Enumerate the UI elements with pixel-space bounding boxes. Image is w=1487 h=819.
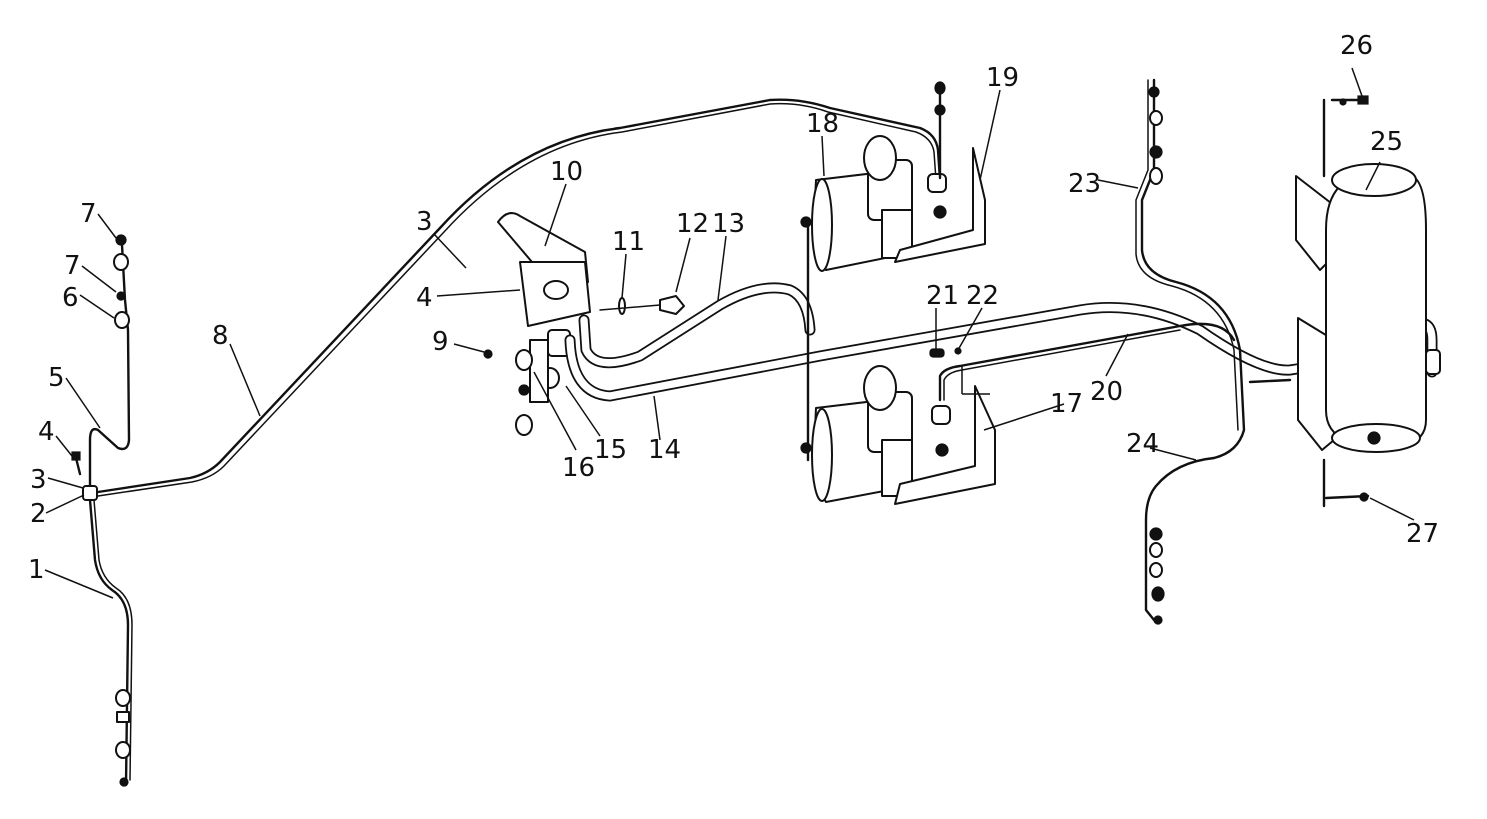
right-brake-line-group [1135,78,1246,625]
nut-bottom-left [119,777,129,787]
callout-18: 18 [806,109,839,139]
fitting-lower-1 [515,349,533,371]
lower-cylinder-17 [800,365,996,505]
bracket-lower [529,339,549,403]
nut-lower-1 [518,384,530,396]
callout-12: 12 [676,209,709,239]
callout-7a: 7 [80,199,97,229]
bracket-17 [894,385,996,505]
callout-20: 20 [1090,377,1123,407]
hose-13 [578,282,816,369]
callout-16: 16 [562,453,595,483]
brake-line-23 [1140,78,1246,460]
banjo-12 [659,295,685,315]
nut-7-top [115,234,127,246]
callout-24: 24 [1126,429,1159,459]
screw-9 [483,349,493,359]
callout-15: 15 [594,435,627,465]
leader-lines [44,67,1415,599]
callout-11: 11 [612,227,645,257]
callout-labels: 1 2 3 3 4 4 5 6 7 7 8 9 10 11 12 13 14 1… [28,31,1439,585]
brake-line-24 [1144,456,1216,622]
cylinder-cap [543,280,569,300]
callout-8: 8 [212,321,229,351]
callout-4b: 4 [416,283,433,313]
callout-1: 1 [28,555,45,585]
callout-19: 19 [986,63,1019,93]
air-tank-25 [1248,98,1441,508]
fitting-bottom-left-3 [115,741,131,759]
callout-4a: 4 [38,417,55,447]
bracket-19 [894,147,986,263]
callout-3a: 3 [30,465,47,495]
callout-5: 5 [48,363,65,393]
callout-23: 23 [1068,169,1101,199]
fitting-bottom-left-1 [115,689,131,707]
callout-21: 21 [926,281,959,311]
brake-line-5 [88,243,131,492]
brake-line-1-strand [93,499,133,781]
fitting-lower-2 [515,414,533,436]
callout-22: 22 [966,281,999,311]
callout-7b: 7 [64,251,81,281]
washer-7 [116,291,126,301]
fitting-bottom-left-2 [116,711,130,723]
left-brake-line-group [71,98,942,787]
callout-27: 27 [1406,519,1439,549]
bolt-4-left [74,456,82,476]
t-piece-2 [82,485,98,501]
callout-25: 25 [1370,127,1403,157]
brake-line-8-strand [97,102,937,497]
fittings-26-27 [1324,95,1370,502]
callout-13: 13 [712,209,745,239]
upper-cylinder-18 [800,81,986,462]
valve-27 [1359,492,1369,502]
master-cylinder-group [483,212,685,436]
callout-14: 14 [648,435,681,465]
fitting-6 [114,311,130,329]
nut-22 [954,347,962,355]
callout-2: 2 [30,499,47,529]
callout-6: 6 [62,283,79,313]
brake-line-20 [938,322,1236,402]
brake-line-8 [96,98,942,494]
callout-3b: 3 [416,207,433,237]
drain-26 [1357,95,1369,105]
callout-9: 9 [432,327,449,357]
brake-line-20-group [929,322,1236,402]
fitting-7 [113,253,129,271]
callout-10: 10 [550,157,583,187]
washer-11 [618,297,626,315]
brake-line-1 [88,498,130,787]
union-21 [929,348,945,358]
callout-17: 17 [1050,389,1083,419]
banjo-line [599,304,661,311]
callout-26: 26 [1340,31,1373,61]
bolt-4-left-head [71,451,81,461]
